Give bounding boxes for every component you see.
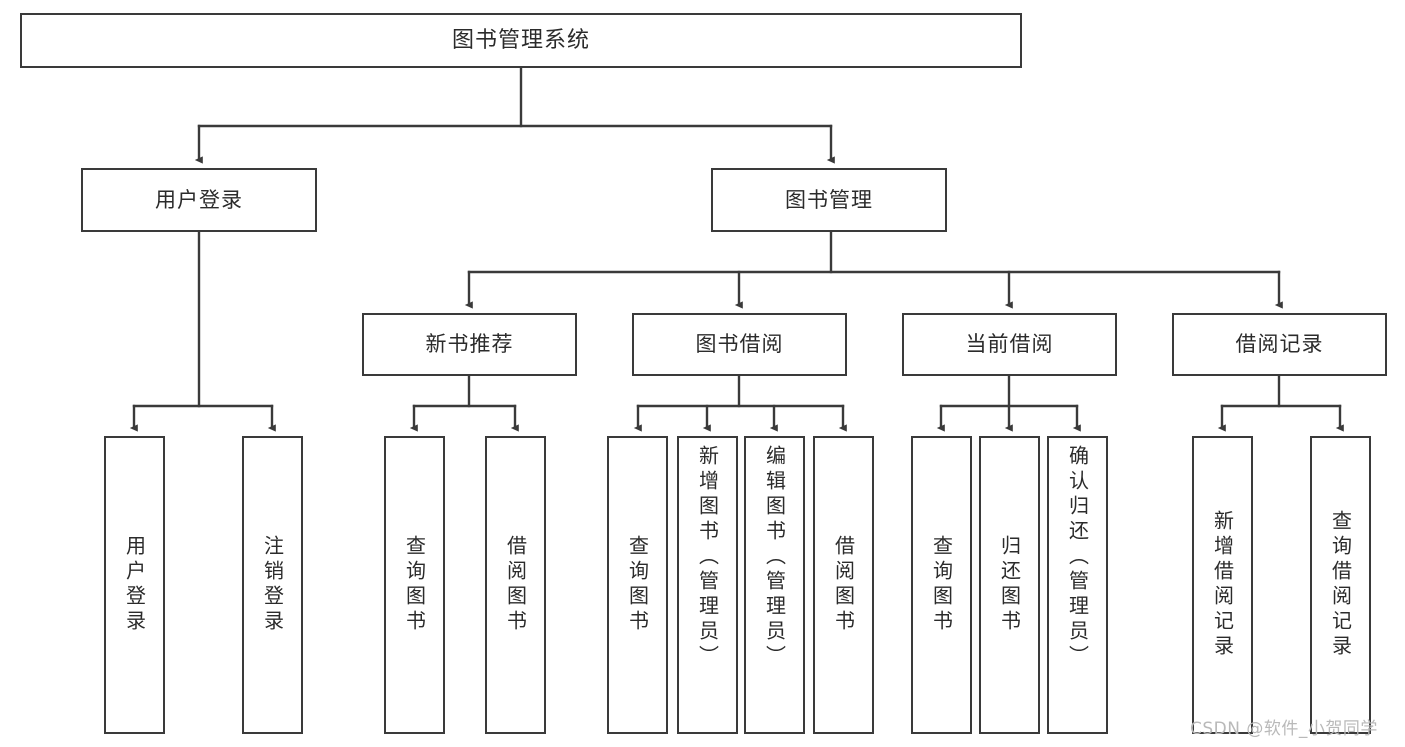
leaf-new-book-borrow-book[interactable]: 借阅图书 [485, 436, 546, 734]
node-label: 查询借阅记录 [1328, 510, 1353, 660]
node-label: 查询图书 [402, 535, 427, 635]
node-label: 图书管理系统 [451, 27, 590, 53]
node-user-login[interactable]: 用户登录 [81, 168, 317, 232]
node-label: 当前借阅 [965, 332, 1054, 357]
leaf-new-book-query-book[interactable]: 查询图书 [384, 436, 445, 734]
node-label: 注销登录 [260, 535, 285, 635]
node-label: 图书借阅 [695, 332, 784, 357]
node-label: 新增借阅记录 [1210, 510, 1235, 660]
leaf-borrow-query-book[interactable]: 查询图书 [607, 436, 668, 734]
node-label: 用户登录 [122, 535, 147, 635]
node-label: 归还图书 [997, 535, 1022, 635]
leaf-borrow-edit-book-admin[interactable]: 编辑图书（管理员） [744, 436, 805, 734]
leaf-current-return-book[interactable]: 归还图书 [979, 436, 1040, 734]
node-label: 用户登录 [155, 187, 243, 212]
leaf-current-query-book[interactable]: 查询图书 [911, 436, 972, 734]
node-book-borrowing[interactable]: 图书借阅 [632, 313, 847, 376]
leaf-user-login-login[interactable]: 用户登录 [104, 436, 165, 734]
node-root-book-management-system[interactable]: 图书管理系统 [20, 13, 1022, 68]
node-label: 查询图书 [929, 535, 954, 635]
node-label: 图书管理 [785, 187, 873, 212]
node-label: 编辑图书（管理员） [762, 445, 787, 670]
node-label: 查询图书 [625, 535, 650, 635]
node-label: 新增图书（管理员） [695, 445, 720, 670]
leaf-user-login-logout[interactable]: 注销登录 [242, 436, 303, 734]
leaf-current-confirm-return-admin[interactable]: 确认归还（管理员） [1047, 436, 1108, 734]
leaf-record-query-record[interactable]: 查询借阅记录 [1310, 436, 1371, 734]
leaf-borrow-borrow-book[interactable]: 借阅图书 [813, 436, 874, 734]
node-label: 借阅记录 [1235, 332, 1324, 357]
node-current-borrowing[interactable]: 当前借阅 [902, 313, 1117, 376]
leaf-borrow-add-book-admin[interactable]: 新增图书（管理员） [677, 436, 738, 734]
node-label: 借阅图书 [503, 535, 528, 635]
node-new-book-recommendation[interactable]: 新书推荐 [362, 313, 577, 376]
watermark-text: CSDN @软件_小贺同学 [1190, 719, 1378, 739]
leaf-record-add-record[interactable]: 新增借阅记录 [1192, 436, 1253, 734]
node-label: 新书推荐 [425, 332, 514, 357]
node-book-management[interactable]: 图书管理 [711, 168, 947, 232]
node-label: 借阅图书 [831, 535, 856, 635]
node-borrowing-records[interactable]: 借阅记录 [1172, 313, 1387, 376]
node-label: 确认归还（管理员） [1065, 445, 1090, 670]
